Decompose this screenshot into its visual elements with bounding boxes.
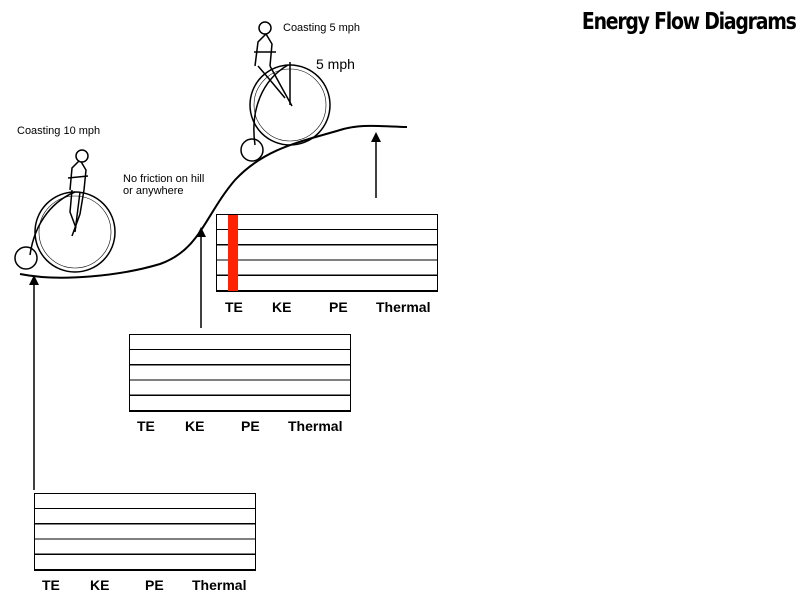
coasting-top-label: Coasting 5 mph [283, 22, 361, 34]
axis-label-thermal: Thermal [376, 299, 431, 315]
axis-label-thermal: Thermal [192, 577, 247, 593]
page-title: Energy Flow Diagrams [582, 9, 797, 35]
coasting-start-label: Coasting 10 mph [17, 125, 101, 137]
axis-label-pe: PE [241, 418, 260, 434]
penny-farthing-bicycle-icon [240, 21, 331, 162]
axis-label-thermal: Thermal [288, 418, 343, 434]
friction-note-line-1: No friction on hill [123, 173, 205, 185]
axis-label-te: TE [137, 418, 155, 434]
axis-label-pe: PE [145, 577, 164, 593]
axis-label-ke: KE [90, 577, 110, 593]
axis-label-ke: KE [185, 418, 205, 434]
energy-chart-top [216, 214, 438, 292]
friction-note-line-2: or anywhere [123, 185, 184, 197]
energy-chart-middle [129, 334, 351, 412]
energy-chart-bottom [34, 493, 256, 571]
axis-label-te: TE [42, 577, 60, 593]
te-bar [228, 215, 238, 291]
axis-label-pe: PE [329, 299, 348, 315]
penny-farthing-bicycle-icon [14, 149, 116, 273]
axis-label-ke: KE [272, 299, 292, 315]
hill-track [19, 124, 408, 279]
axis-label-te: TE [225, 299, 243, 315]
speed-top-label: 5 mph [316, 56, 355, 72]
